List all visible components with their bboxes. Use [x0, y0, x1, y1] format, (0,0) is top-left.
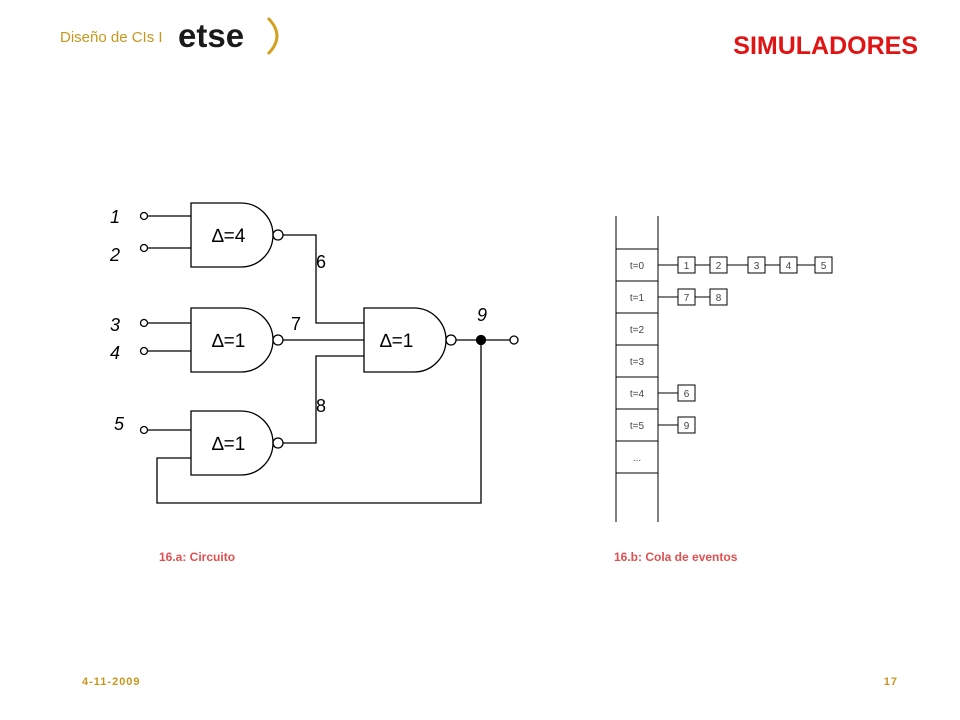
- page-title: SIMULADORES: [733, 32, 918, 60]
- input-terminal-2: [139, 243, 149, 253]
- footer-date: 4-11-2009: [82, 676, 141, 688]
- event-label: 7: [684, 293, 690, 304]
- event-label: 3: [754, 261, 760, 272]
- page-number: 17: [883, 676, 898, 688]
- input-label-3: 3: [110, 315, 120, 335]
- caption-circuit: 16.a: Circuito: [159, 550, 236, 564]
- time-label: t=0: [630, 261, 645, 272]
- input-label-5: 5: [114, 414, 125, 434]
- logo-text: etse: [178, 17, 244, 54]
- gate-label-3: ∆=1: [212, 434, 245, 455]
- net-label-7: 7: [291, 314, 301, 334]
- event-label: 4: [786, 261, 792, 272]
- time-label: ...: [633, 453, 641, 464]
- input-terminal-5: [139, 425, 149, 435]
- input-label-4: 4: [110, 343, 120, 363]
- input-terminal-3: [139, 318, 149, 328]
- bubble-gate-1: [272, 229, 284, 241]
- event-node: [814, 256, 833, 274]
- event-label: 6: [684, 389, 690, 400]
- event-label: 2: [716, 261, 722, 272]
- caption-event-queue: 16.b: Cola de eventos: [614, 550, 738, 564]
- circuit-diagram: [139, 202, 519, 504]
- net-label-8: 8: [316, 396, 326, 416]
- event-label: 9: [684, 421, 690, 432]
- input-label-2: 2: [109, 245, 120, 265]
- time-slot-more: [615, 440, 659, 474]
- event-node: [709, 288, 728, 306]
- net-6-wire: [283, 234, 364, 324]
- input-terminal-1: [139, 211, 149, 221]
- time-label: t=4: [630, 389, 645, 400]
- event-node: [677, 416, 696, 434]
- input-terminal-4: [139, 346, 149, 356]
- event-label: 1: [684, 261, 690, 272]
- net-8-wire: [283, 355, 364, 444]
- time-label: t=2: [630, 325, 645, 336]
- bubble-gate-2: [272, 334, 284, 346]
- output-terminal: [509, 335, 519, 345]
- bubble-gate-4: [445, 334, 457, 346]
- time-label: t=1: [630, 293, 645, 304]
- event-label: 5: [821, 261, 827, 272]
- time-label: t=5: [630, 421, 645, 432]
- time-label: t=3: [630, 357, 645, 368]
- gate-label-1: ∆=4: [212, 226, 246, 247]
- feedback-wire: [156, 340, 482, 504]
- course-title: Diseño de CIs I: [60, 29, 163, 46]
- gate-label-2: ∆=1: [212, 331, 245, 352]
- bubble-gate-3: [272, 437, 284, 449]
- event-label: 8: [716, 293, 722, 304]
- net-label-6: 6: [316, 252, 326, 272]
- event-queue: [615, 216, 833, 522]
- net-label-9: 9: [477, 305, 487, 325]
- event-node: [677, 384, 696, 402]
- gate-label-4: ∆=1: [380, 331, 413, 352]
- etse-logo: etse: [176, 14, 286, 63]
- input-label-1: 1: [110, 207, 120, 227]
